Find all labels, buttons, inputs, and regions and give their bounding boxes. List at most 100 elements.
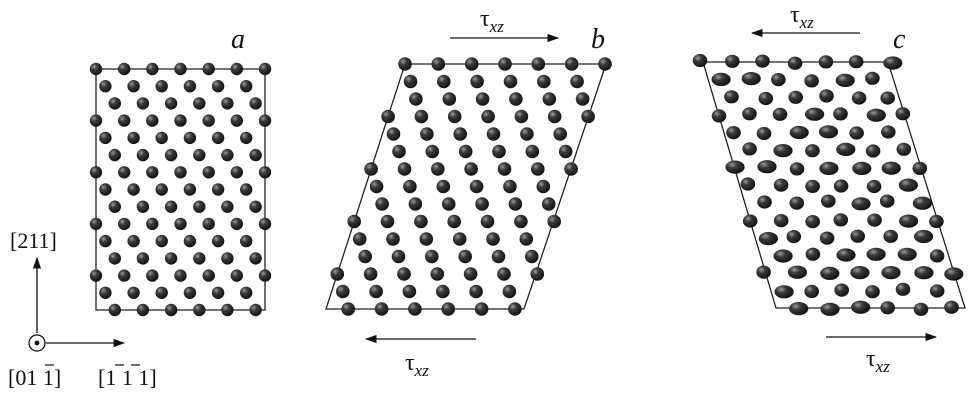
atom: [375, 197, 389, 211]
atom: [146, 269, 159, 282]
atom: [431, 162, 445, 176]
atom: [851, 300, 871, 314]
atom: [898, 178, 918, 192]
atom: [866, 247, 886, 261]
atom: [381, 109, 395, 124]
atom: [99, 131, 112, 145]
atom: [804, 74, 819, 88]
panel-c-atoms: [692, 53, 964, 316]
atom: [99, 183, 112, 196]
atom: [570, 74, 584, 89]
atom: [464, 57, 479, 71]
atom: [469, 179, 484, 194]
atom: [773, 249, 793, 263]
atom: [833, 179, 849, 193]
atom: [230, 166, 243, 179]
atom: [865, 285, 880, 299]
atom: [929, 214, 944, 228]
atom: [836, 248, 856, 262]
atom: [486, 232, 500, 246]
atom: [442, 92, 457, 106]
atom: [164, 97, 178, 110]
atom: [537, 74, 551, 89]
atom: [725, 160, 745, 174]
atom: [914, 229, 934, 244]
atom: [850, 266, 870, 280]
atom: [386, 232, 400, 246]
atom: [127, 286, 140, 299]
tau-symbol: τ: [405, 350, 415, 376]
atom: [835, 73, 855, 87]
atom: [820, 302, 840, 316]
atom: [430, 267, 445, 281]
atom: [221, 200, 234, 213]
panel-b-top-shear-label: τxz: [480, 6, 504, 36]
atom: [789, 302, 809, 316]
panel-b: b τxz τxz: [325, 6, 612, 380]
atom: [374, 302, 389, 316]
tau-symbol: τ: [866, 346, 876, 372]
atom: [146, 217, 159, 231]
atom: [164, 303, 178, 317]
atom: [805, 179, 820, 193]
atom: [474, 302, 489, 316]
tau-symbol: τ: [480, 6, 490, 32]
atom: [174, 166, 187, 179]
vertical-axis-label: [211]: [10, 228, 57, 253]
atom: [881, 161, 901, 175]
atom: [441, 197, 456, 211]
atom: [211, 286, 225, 299]
atom: [419, 232, 434, 246]
atom: [883, 229, 898, 243]
atom: [575, 92, 590, 106]
atom: [497, 267, 511, 281]
atom: [530, 267, 545, 281]
atom: [249, 200, 262, 213]
atom: [895, 282, 911, 296]
atom: [508, 197, 523, 211]
atom: [458, 249, 473, 264]
atom: [848, 55, 864, 69]
atom: [514, 109, 529, 124]
atom: [598, 57, 612, 71]
atom: [525, 144, 540, 159]
atom: [758, 232, 779, 246]
atom: [464, 162, 478, 176]
atom: [742, 142, 757, 156]
atom: [358, 249, 373, 264]
panel-c-bottom-shear-label: τxz: [866, 346, 890, 376]
atom: [127, 234, 140, 248]
atom: [240, 286, 253, 299]
panel-c-letter: c: [893, 24, 906, 55]
atom: [553, 127, 567, 141]
atom: [851, 197, 871, 211]
atom: [789, 125, 809, 140]
atom: [89, 62, 103, 76]
atom: [240, 131, 253, 145]
atom: [352, 232, 367, 246]
atom: [481, 109, 495, 124]
atom: [820, 266, 840, 280]
atom: [155, 286, 168, 299]
atom: [525, 249, 539, 264]
atom: [757, 195, 772, 209]
atom: [881, 125, 896, 139]
atom: [414, 109, 429, 124]
atom: [89, 114, 103, 127]
atom: [725, 54, 740, 68]
atom: [431, 57, 446, 71]
atom: [211, 131, 225, 145]
atom: [89, 217, 103, 231]
atom: [742, 214, 758, 228]
atom: [408, 197, 423, 211]
atom: [789, 196, 805, 210]
atom: [221, 252, 234, 265]
atom: [519, 232, 534, 246]
atom: [536, 179, 551, 194]
atom: [833, 107, 848, 121]
atom: [392, 144, 406, 159]
atom: [453, 127, 468, 141]
atom: [547, 109, 562, 124]
atom: [929, 284, 945, 298]
atom: [866, 108, 886, 122]
